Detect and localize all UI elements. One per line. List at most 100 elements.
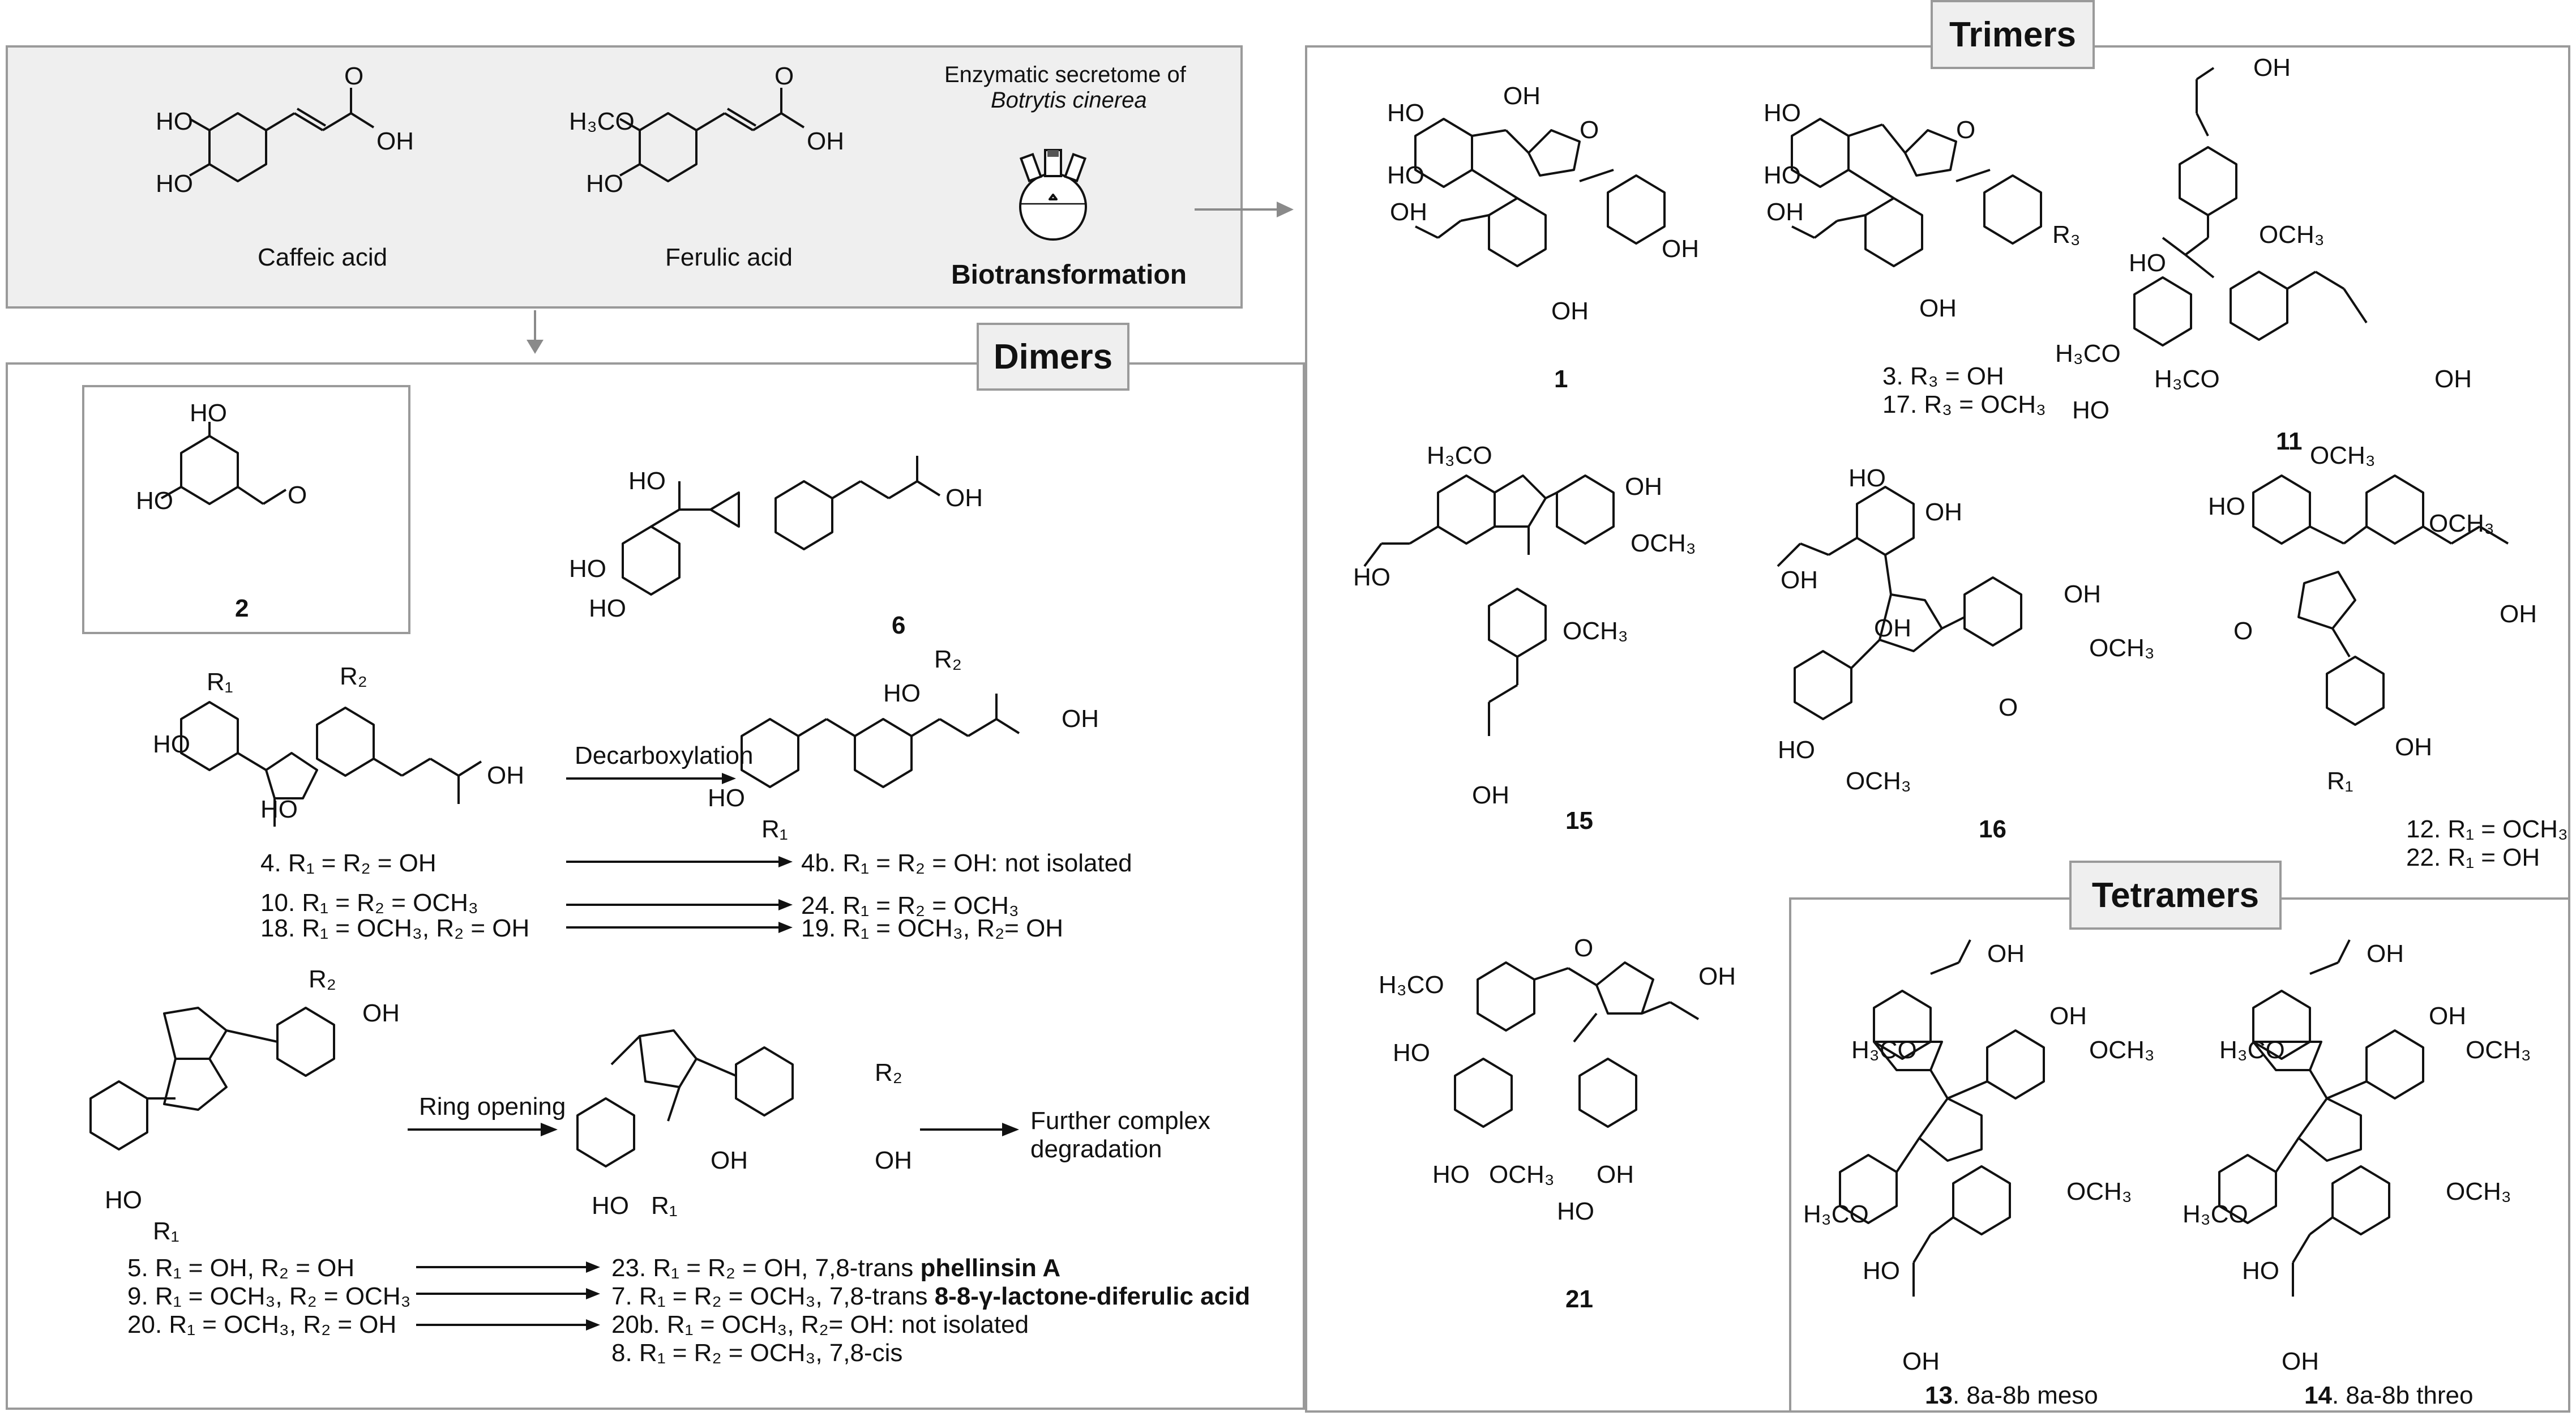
compound-21-label: 21 (1565, 1285, 1593, 1313)
ferulic-acid-structure (619, 88, 805, 182)
c11-oh-acid: OH (2434, 365, 2472, 393)
c14-desc: . 8a-8b threo (2331, 1381, 2474, 1409)
c12-r1: R₁ (2327, 767, 2354, 795)
ferulic-o: O (774, 62, 794, 90)
row-9: 9. R₁ = OCH₃, R₂ = OCH₃ (127, 1282, 411, 1310)
caffeic-ho-top: HO (156, 108, 193, 135)
compound-23-structure (576, 1029, 794, 1167)
c13-och3-bottom: OCH₃ (2066, 1178, 2132, 1205)
c21-ho-1: HO (1393, 1039, 1430, 1067)
c16-ho-bottom: HO (1778, 736, 1815, 764)
c4b-ho: HO (708, 784, 745, 812)
row-19: 19. R₁ = OCH₃, R₂= OH (801, 914, 1064, 942)
c5-oh: OH (362, 999, 400, 1027)
c4b-r1: R₁ (761, 815, 788, 843)
row-23-name: phellinsin A (920, 1254, 1061, 1282)
c4b-r2: R₂ (934, 645, 962, 673)
caffeic-ho-bottom: HO (156, 170, 193, 198)
c5-r2: R₂ (309, 965, 336, 993)
c4-ho: HO (153, 730, 190, 758)
compound-2-label: 2 (235, 594, 249, 622)
row-7: 7. R₁ = R₂ = OCH₃, 7,8-trans 8-8-γ-lacto… (611, 1282, 1250, 1311)
c3-oh-ring: OH (1919, 294, 1957, 322)
c13-desc: . 8a-8b meso (1952, 1381, 2098, 1409)
c1-oh-ring: OH (1662, 235, 1699, 263)
compound-6-structure (622, 456, 941, 596)
row-23: 23. R₁ = R₂ = OH, 7,8-trans phellinsin A (611, 1254, 1060, 1282)
trimers-heading: Trimers (1931, 0, 2095, 69)
decarboxylation-label: Decarboxylation (575, 742, 754, 769)
compound-15-label: 15 (1565, 807, 1593, 835)
c23-r1: R₁ (651, 1192, 678, 1220)
c16-oh-ring: OH (2064, 580, 2101, 608)
row-7-text: 7. R₁ = R₂ = OCH₃, 7,8-trans (611, 1282, 935, 1310)
c1-oh-acid: OH (1390, 198, 1427, 226)
c5-ho: HO (105, 1186, 142, 1214)
c12-o-lactone: O (2233, 617, 2253, 645)
c3-r3: R₃ (2052, 221, 2081, 249)
secretome-line1: Enzymatic secretome of (944, 62, 1186, 87)
compound-2-structure (161, 422, 287, 505)
compound-21-structure (1454, 961, 1700, 1128)
c11-och3-1: OCH₃ (2259, 221, 2325, 249)
c14-h3co-1: H₃CO (2219, 1036, 2285, 1064)
c2-o: O (288, 481, 307, 509)
c21-h3co: H₃CO (1379, 971, 1444, 999)
c23-oh-acid: OH (711, 1147, 748, 1174)
c1-ho-2: HO (1387, 161, 1424, 189)
c11-ho: HO (2129, 249, 2166, 277)
c14-och3-right: OCH₃ (2466, 1036, 2531, 1064)
c3-oh-acid: OH (1766, 198, 1804, 226)
c14-ho: HO (2242, 1257, 2279, 1285)
c23-ho: HO (592, 1192, 629, 1220)
c14-oh-top: OH (2367, 940, 2404, 968)
c23-oh: OH (875, 1147, 912, 1174)
ring-opening-label: Ring opening (419, 1093, 566, 1120)
c3-ho-top: HO (1764, 99, 1801, 127)
row-24: 24. R₁ = R₂ = OCH₃ (801, 892, 1019, 919)
c14-och3-bottom: OCH₃ (2446, 1178, 2511, 1205)
c21-oh-bottom: OH (1597, 1161, 1634, 1188)
c13-och3-right: OCH₃ (2089, 1036, 2155, 1064)
c4-r2: R₂ (340, 662, 367, 690)
c13-oh-acid: OH (1902, 1348, 1940, 1375)
c13-h3co-1: H₃CO (1851, 1036, 1917, 1064)
c15-och3-1: OCH₃ (1631, 529, 1696, 557)
c15-oh: OH (1625, 473, 1662, 501)
compound-11-structure (2133, 67, 2368, 347)
caffeic-acid-structure (189, 88, 375, 182)
compound-1-structure (1414, 118, 1666, 267)
c14-h3co-2: H₃CO (2183, 1200, 2248, 1228)
ferulic-acid-label: Ferulic acid (665, 243, 793, 271)
c15-och3-2: OCH₃ (1563, 617, 1628, 645)
further-degradation-1: Further complex (1030, 1107, 1210, 1135)
c16-ho-top: HO (1848, 464, 1886, 492)
c23-r2: R₂ (875, 1059, 902, 1087)
c11-h3co-1: H₃CO (2055, 340, 2121, 367)
c3-o-lactone: O (1956, 116, 1976, 144)
c12-och3-right: OCH₃ (2429, 510, 2494, 537)
c16-oh-7dp: OH (1874, 614, 1911, 642)
c4-ho-acid: HO (260, 795, 298, 823)
c13-ho: HO (1863, 1257, 1900, 1285)
c1-ho-top: HO (1387, 99, 1424, 127)
compound-15-structure (1363, 474, 1615, 736)
c12-oh-acid: OH (2500, 600, 2537, 628)
c21-o: O (1574, 934, 1594, 962)
c16-oh-acid: OH (1781, 566, 1818, 594)
further-degradation-2: degradation (1030, 1135, 1162, 1163)
c6-ho-mid: HO (569, 555, 606, 583)
row-20: 20. R₁ = OCH₃, R₂ = OH (127, 1311, 397, 1338)
caffeic-acid-label: Caffeic acid (258, 243, 388, 271)
c15-oh-acid: OH (1472, 781, 1509, 809)
c1-oh-4dp: OH (1551, 297, 1589, 325)
c3-ho-2: HO (1764, 161, 1801, 189)
c21-ho-2: HO (1432, 1161, 1470, 1188)
c12-och3-top: OCH₃ (2310, 442, 2376, 469)
c4b-ho-top: HO (883, 679, 921, 707)
compound-16-structure (1777, 486, 2022, 720)
c4b-oh: OH (1062, 705, 1099, 733)
compound-16-label: 16 (1979, 815, 2006, 843)
tetramers-heading: Tetramers (2069, 861, 2282, 930)
